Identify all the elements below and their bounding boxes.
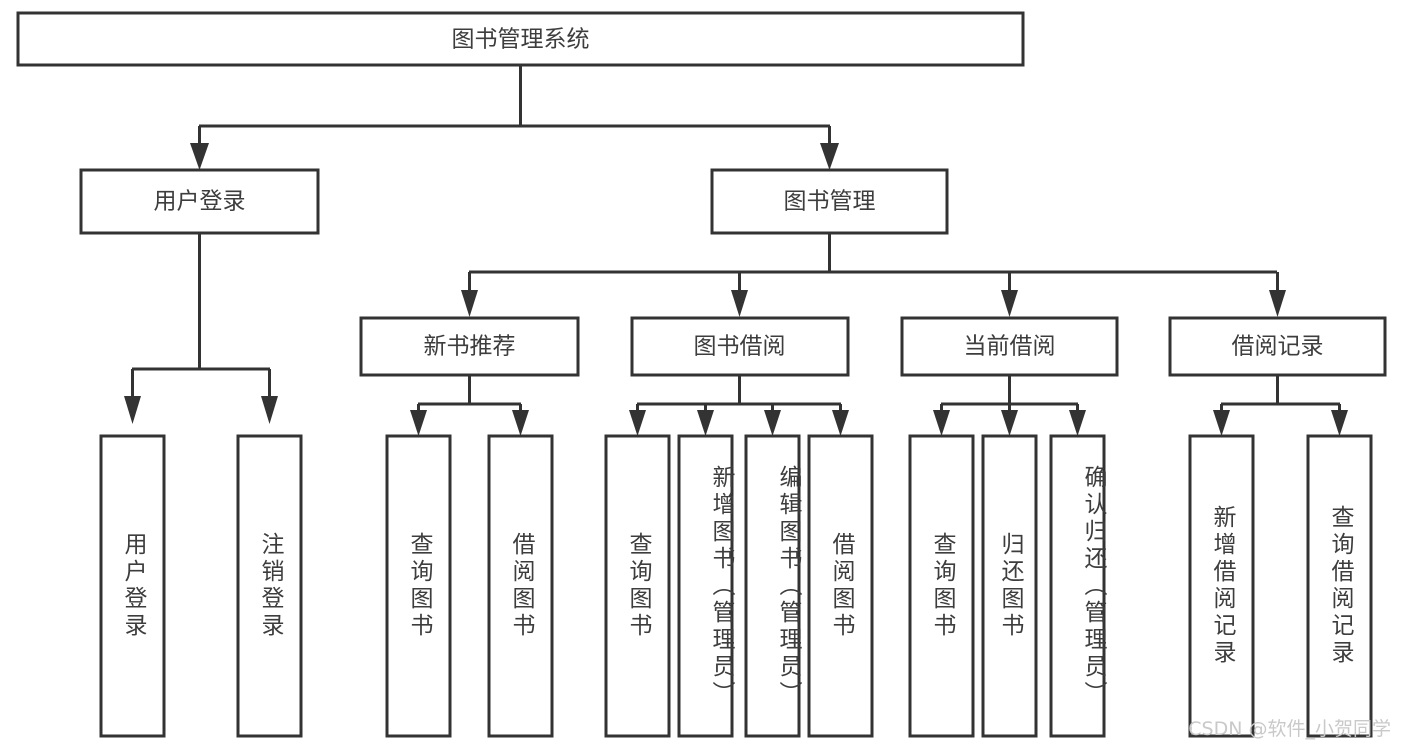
node-label-root: 图书管理系统 (452, 27, 590, 53)
arrow-to-borrow-record (1269, 290, 1286, 317)
connector-group-user-login (124, 233, 278, 424)
connector-group-current-borrow (933, 375, 1086, 436)
arrow-to-leaf-user-logout (261, 396, 278, 424)
node-box-leaf-query-book-3[interactable] (908, 434, 975, 738)
node-box-root[interactable] (16, 11, 1025, 67)
node-label-new-book-recommend: 新书推荐 (424, 334, 516, 360)
node-box-leaf-borrow-book-2[interactable] (807, 434, 874, 738)
node-box-leaf-query-record[interactable] (1306, 434, 1373, 738)
connector-group-root (190, 65, 839, 170)
arrow-to-leaf-query-book-1 (410, 410, 427, 436)
node-box-leaf-user-logout[interactable] (236, 434, 303, 738)
node-box-leaf-query-book-2[interactable] (604, 434, 671, 738)
node-label-borrow-record: 借阅记录 (1232, 334, 1324, 360)
arrow-to-user-login (190, 143, 209, 170)
arrow-to-leaf-borrow-book-2 (832, 410, 849, 436)
arrow-to-leaf-query-record (1331, 410, 1348, 436)
connector-group-borrow-record (1213, 375, 1348, 436)
node-box-leaf-edit-book[interactable] (744, 434, 801, 738)
node-box-leaf-user-login[interactable] (99, 434, 166, 738)
node-box-leaf-borrow-book-1[interactable] (487, 434, 554, 738)
arrow-to-leaf-add-book (697, 410, 714, 436)
node-box-book-borrow[interactable] (630, 316, 850, 377)
arrow-to-leaf-return-book (1001, 410, 1018, 436)
node-box-leaf-return-book[interactable] (981, 434, 1038, 738)
arrow-to-leaf-borrow-book-1 (512, 410, 529, 436)
node-label-user-login: 用户登录 (154, 189, 246, 215)
node-box-leaf-query-book-1[interactable] (385, 434, 452, 738)
csdn-watermark: CSDN @软件_小贺同学 (1188, 718, 1391, 740)
node-box-book-manage[interactable] (710, 168, 949, 235)
arrow-to-leaf-user-login (124, 396, 141, 424)
node-label-book-borrow: 图书借阅 (694, 334, 786, 360)
node-box-borrow-record[interactable] (1168, 316, 1387, 377)
arrow-to-leaf-edit-book (764, 410, 781, 436)
connector-group-new-book-recommend (410, 375, 529, 436)
arrow-to-book-manage (820, 143, 839, 170)
node-box-leaf-confirm-return[interactable] (1049, 434, 1106, 738)
connector-group-book-manage (461, 233, 1286, 317)
node-box-current-borrow[interactable] (900, 316, 1119, 377)
arrow-to-new-book-recommend (461, 290, 478, 317)
node-box-leaf-add-book[interactable] (677, 434, 734, 738)
arrow-to-book-borrow (731, 290, 748, 317)
node-label-current-borrow: 当前借阅 (964, 334, 1056, 360)
arrow-to-leaf-query-book-3 (933, 410, 950, 436)
arrow-to-leaf-confirm-return (1069, 410, 1086, 436)
node-label-book-manage: 图书管理 (784, 189, 876, 215)
arrow-to-leaf-add-record (1213, 410, 1230, 436)
node-box-user-login[interactable] (79, 168, 320, 235)
node-box-new-book-recommend[interactable] (359, 316, 580, 377)
arrow-to-current-borrow (1001, 290, 1018, 317)
node-box-leaf-add-record[interactable] (1188, 434, 1255, 738)
connector-group-book-borrow (629, 375, 849, 436)
arrow-to-leaf-query-book-2 (629, 410, 646, 436)
